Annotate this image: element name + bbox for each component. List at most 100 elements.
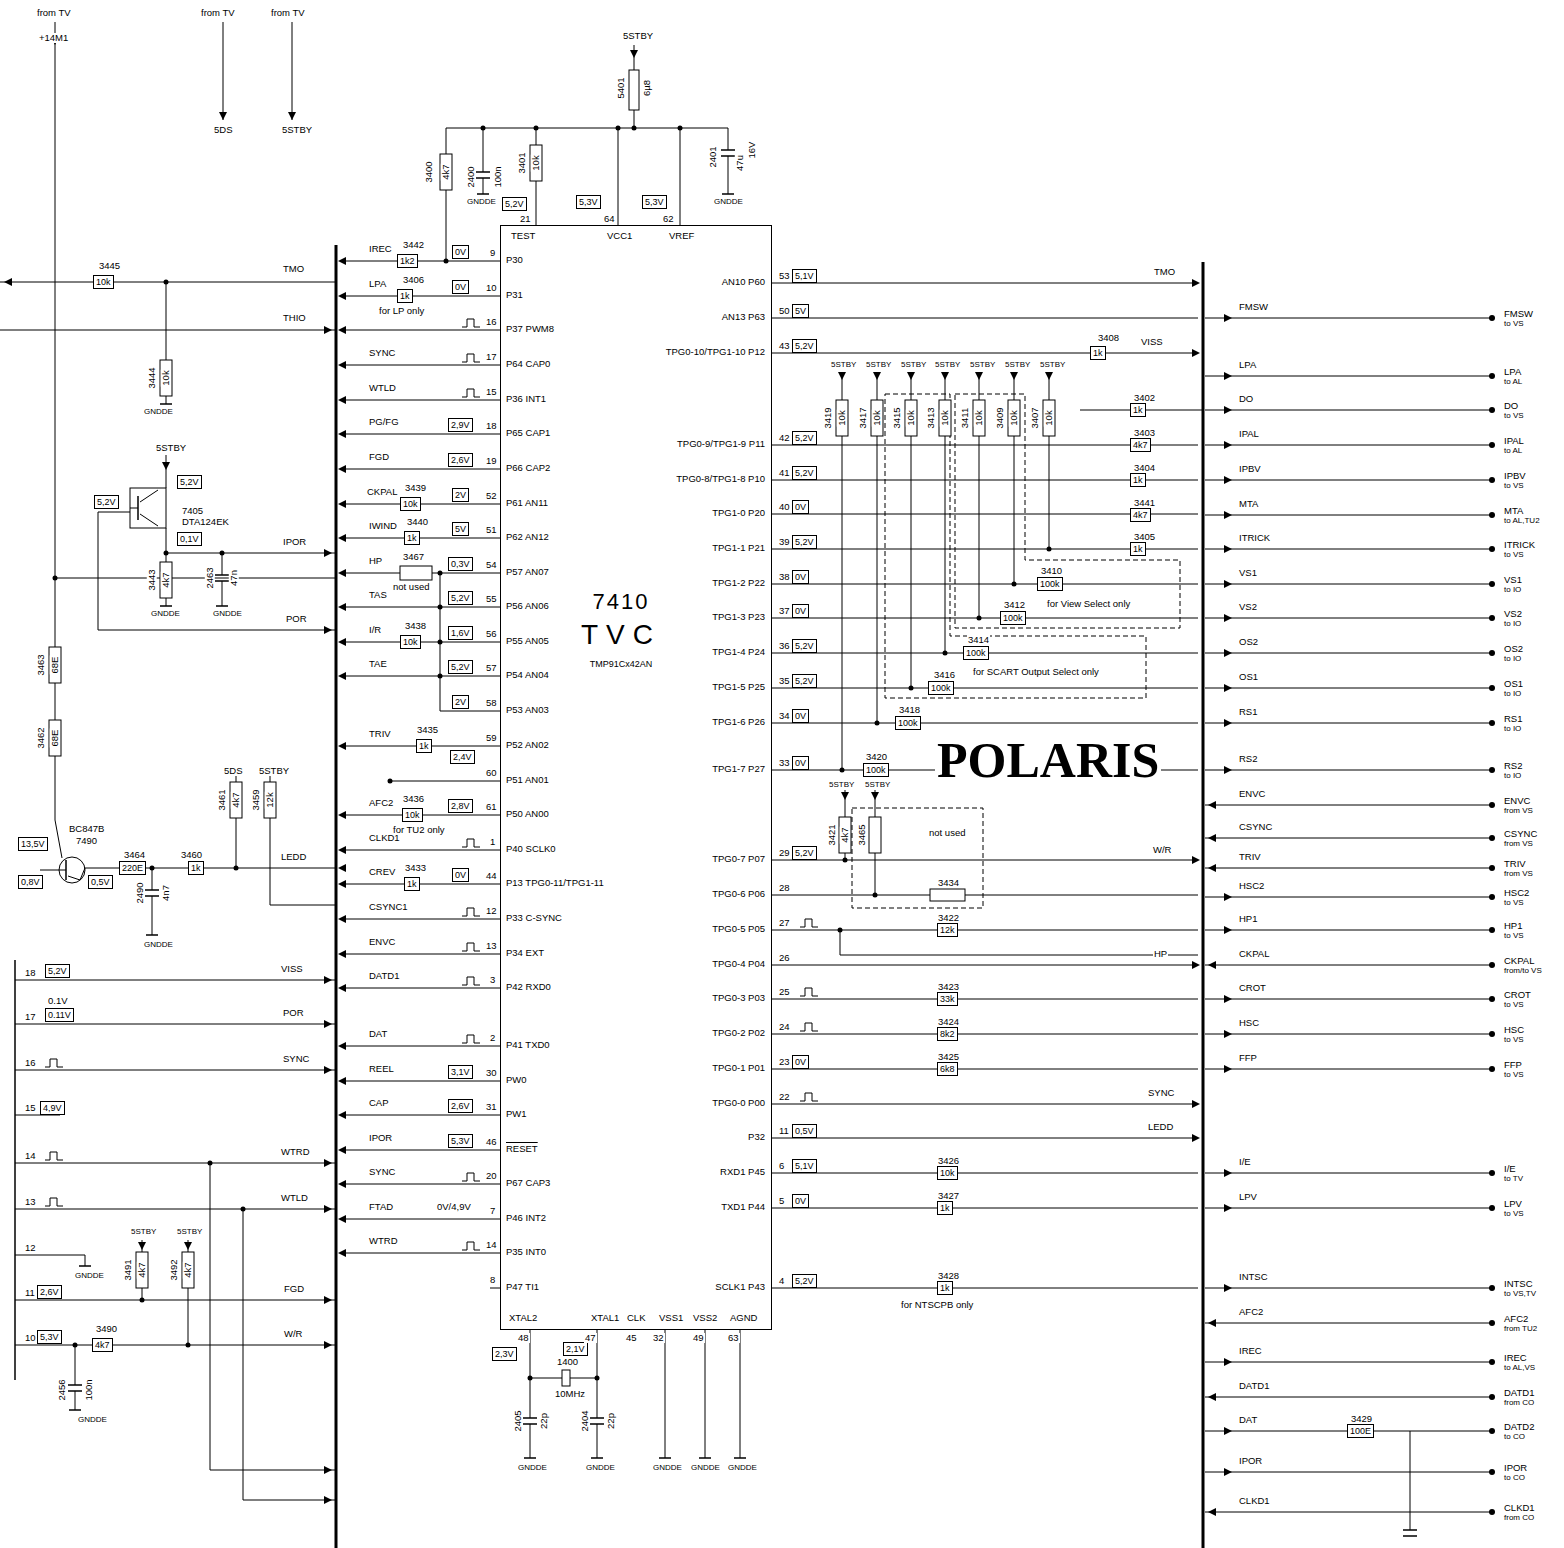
value-text: 1k — [407, 878, 417, 890]
wire — [68, 868, 85, 880]
schematic-label: 10k — [1009, 409, 1019, 426]
schematic-label: 21 — [519, 214, 532, 224]
schematic-label: 3422 — [937, 913, 960, 923]
schematic-label: to VS — [1503, 899, 1525, 908]
schematic-label: 22 — [778, 1092, 791, 1102]
schematic-label: 3 — [489, 975, 496, 985]
wire — [340, 1253, 500, 1254]
schematic-label: 4n7 — [161, 884, 171, 902]
schematic-label: to VS — [1503, 932, 1525, 941]
schematic-label: TPG1-3 P23 — [711, 612, 766, 622]
schematic-label: FFP — [1238, 1053, 1258, 1063]
arrow-head — [338, 638, 346, 646]
value-box: 5,3V — [642, 195, 667, 209]
schematic-label: to IO — [1503, 655, 1522, 664]
arrow-head — [1192, 279, 1200, 287]
arrow-head — [338, 1180, 346, 1188]
value-box: 1k — [1130, 542, 1146, 556]
value-text: 0,1V — [180, 533, 199, 545]
schematic-label: VCC1 — [606, 231, 633, 241]
arrow-head — [838, 372, 846, 380]
schematic-label: from VS — [1503, 870, 1534, 879]
value-box: 0V — [452, 280, 469, 294]
value-text: 0,5V — [91, 876, 110, 888]
schematic-label: OS2 — [1238, 637, 1259, 647]
value-box: 1k — [188, 861, 204, 875]
arrow-head — [975, 372, 983, 380]
value-box: 1k — [1130, 403, 1146, 417]
connector-dot — [1489, 962, 1495, 968]
schematic-label: 10k — [974, 409, 984, 426]
schematic-label: SYNC — [368, 348, 396, 358]
wire — [911, 436, 912, 688]
schematic-label: 4k7 — [183, 1261, 193, 1278]
schematic-label: 68E — [50, 656, 60, 675]
wire — [1205, 1173, 1490, 1174]
resistor-symbol — [136, 1252, 148, 1288]
value-box: 100k — [1037, 577, 1063, 591]
schematic-label: to VS — [1503, 412, 1525, 421]
schematic-label: P55 AN05 — [505, 636, 550, 646]
arrow-head — [219, 112, 227, 120]
dashed-outline — [852, 808, 983, 908]
schematic-label: TPG0-1 P01 — [711, 1063, 766, 1073]
schematic-label: P51 AN01 — [505, 775, 550, 785]
arrow-head — [1224, 580, 1232, 588]
schematic-label: TPG0-2 P02 — [711, 1028, 766, 1038]
wire — [728, 128, 729, 150]
schematic-label: 3438 — [404, 621, 427, 631]
value-box: 0,3V — [448, 557, 473, 571]
schematic-label: 47 — [584, 1333, 597, 1343]
wire — [340, 607, 500, 608]
value-box: 5,1V — [792, 269, 817, 283]
schematic-label: CLK — [626, 1313, 646, 1323]
schematic-label: 56 — [485, 629, 498, 639]
schematic-label: 11 — [24, 1288, 36, 1298]
value-text: 1k — [1133, 543, 1143, 555]
arrow-head — [1192, 1100, 1200, 1108]
junction-dot — [616, 126, 621, 131]
schematic-label: WTRD — [368, 1236, 399, 1246]
resistor-symbol — [530, 145, 542, 181]
schematic-label: 6 — [778, 1161, 785, 1171]
value-box: 5,1V — [792, 1159, 817, 1173]
value-text: 100k — [966, 647, 986, 659]
wire — [440, 711, 500, 712]
wire — [842, 436, 843, 770]
wire — [236, 776, 237, 782]
value-text: 2,1V — [566, 1343, 585, 1355]
value-text: 5,3V — [40, 1331, 59, 1343]
wire — [699, 1457, 711, 1459]
schematic-label: 59 — [485, 733, 498, 743]
schematic-label: 3402 — [1133, 393, 1156, 403]
value-box: 0V — [792, 756, 809, 770]
wire — [340, 400, 500, 401]
arrow-head — [907, 372, 915, 380]
schematic-label: from CO — [1503, 1514, 1535, 1523]
schematic-label: TPG0-6 P06 — [711, 889, 766, 899]
schematic-label: 4k7 — [441, 163, 451, 180]
schematic-label: REEL — [368, 1064, 395, 1074]
schematic-label: MTA — [1503, 506, 1524, 516]
value-text: 5,2V — [795, 1275, 814, 1287]
wire — [340, 469, 500, 470]
arrow-head — [1208, 801, 1216, 809]
wire — [721, 149, 735, 151]
schematic-label: WTRD — [280, 1147, 311, 1157]
arrow-head — [338, 950, 346, 958]
arrow-head — [338, 292, 346, 300]
arrow-head — [1224, 1204, 1232, 1212]
schematic-label: 3490 — [95, 1324, 118, 1334]
schematic-label: P50 AN00 — [505, 809, 550, 819]
wire — [1205, 410, 1490, 411]
arrow-head — [1224, 719, 1232, 727]
schematic-label: IPBV — [1238, 464, 1262, 474]
wire — [340, 365, 500, 366]
schematic-label: VS2 — [1503, 609, 1523, 619]
schematic-label: 3435 — [416, 725, 439, 735]
value-text: 5,2V — [795, 340, 814, 352]
wire — [166, 553, 336, 554]
schematic-label: CKPAL — [1238, 949, 1270, 959]
schematic-label: DAT — [368, 1029, 388, 1039]
schematic-label: 2456 — [57, 1378, 67, 1401]
